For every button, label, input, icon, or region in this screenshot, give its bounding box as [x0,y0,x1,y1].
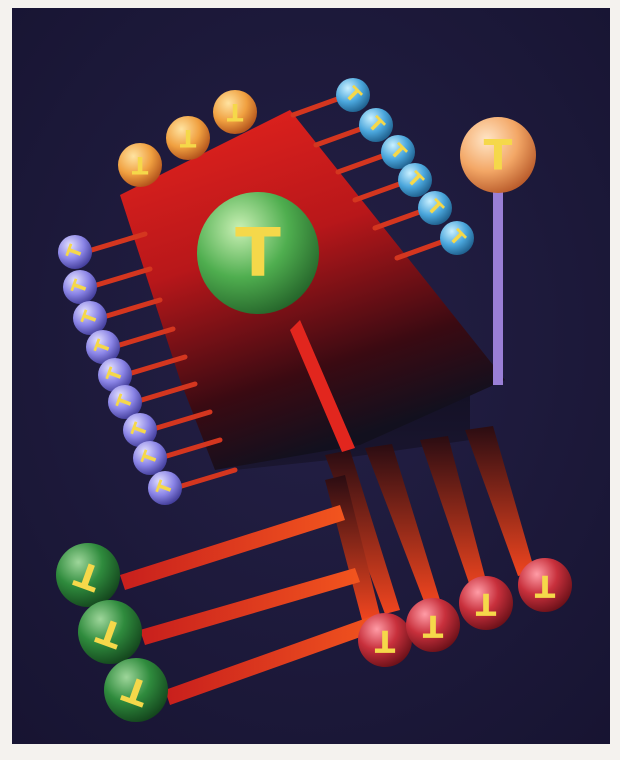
green-bottom-ball-1: T [56,543,120,607]
red-ball-3: T [459,576,513,630]
orange-ball-2-letter: T [179,124,196,152]
orange-ball-3: T [213,90,257,134]
orange-ball-3-letter: T [226,98,243,126]
orange-ball-1: T [118,143,162,187]
cyan-ball-4: T [398,163,432,197]
lollipop-ball-letter: T [484,131,513,180]
purple-ball-1: T [58,235,92,269]
purple-ball-2: T [63,270,97,304]
cyan-ball-2: T [359,108,393,142]
red-ball-4: T [518,558,572,612]
cyan-ball-5: T [418,191,452,225]
green-bottom-ball-3: T [104,658,168,722]
green-bottom-ball-2: T [78,600,142,664]
red-ball-1: T [358,613,412,667]
lollipop-ball: T [460,117,536,193]
red-ball-4-letter: T [534,568,555,603]
orange-ball-1-letter: T [131,151,148,179]
purple-ball-3: T [73,301,107,335]
lollipop-stick [493,185,503,385]
red-ball-3-letter: T [475,586,496,621]
green-center-ball-letter: T [235,214,281,292]
red-ball-2: T [406,598,460,652]
purple-ball-9: T [148,471,182,505]
green-center-ball: T [197,192,319,314]
red-ball-1-letter: T [374,623,395,658]
red-ball-2-letter: T [422,608,443,643]
purple-ball-8: T [133,441,167,475]
cyan-ball-1: T [336,78,370,112]
cyan-ball-6: T [440,221,474,255]
orange-ball-2: T [166,116,210,160]
